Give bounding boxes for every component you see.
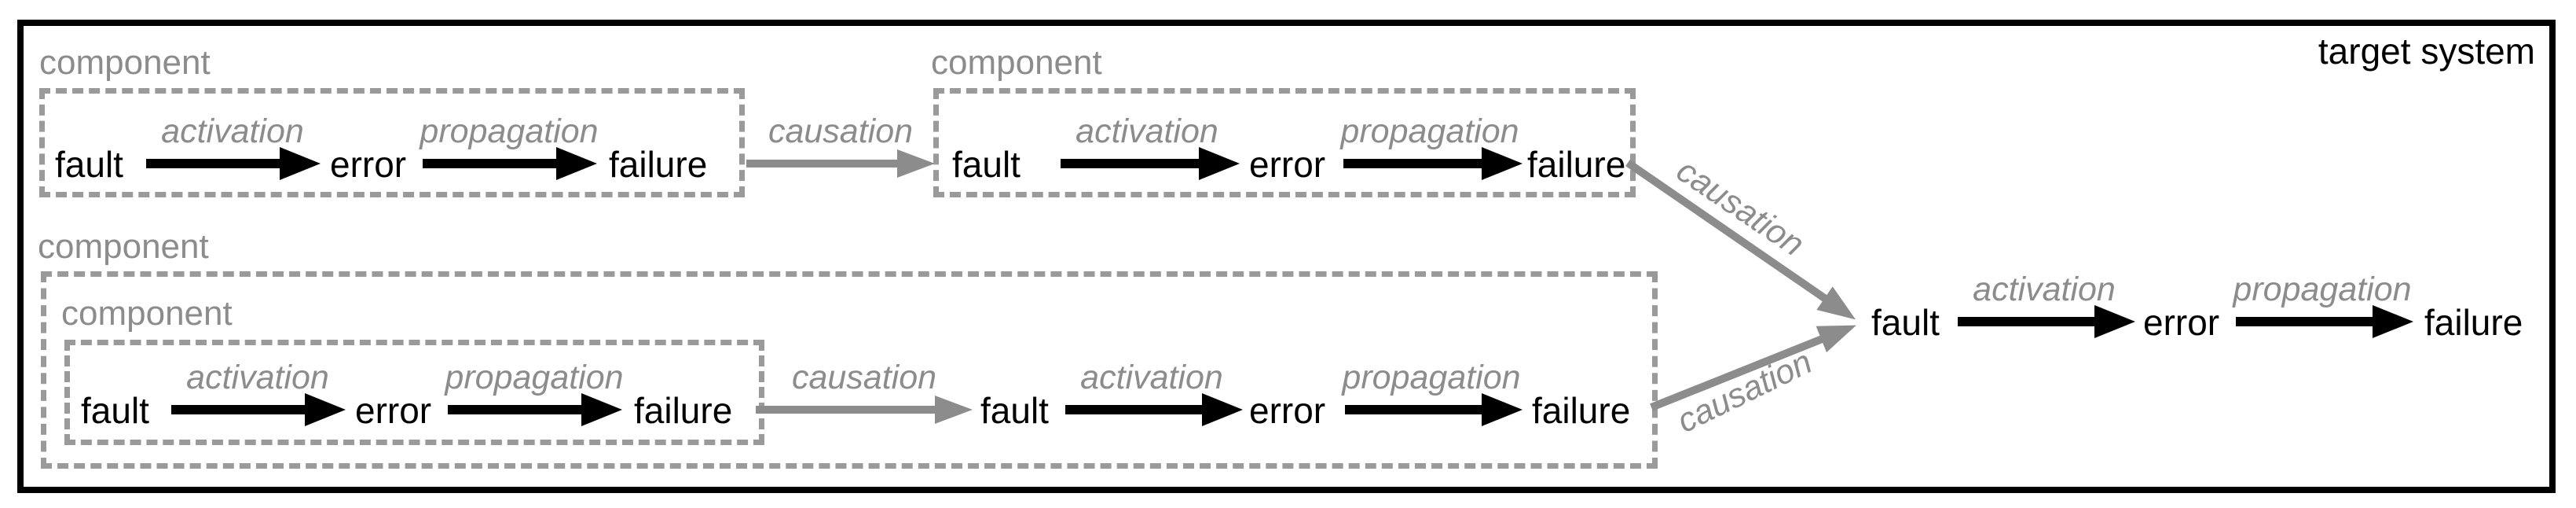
component-box-bottom-outer [41, 271, 1658, 469]
error-node: error [355, 390, 432, 431]
propagation-label: propagation [2233, 271, 2412, 308]
failure-node: failure [2424, 302, 2523, 343]
fault-node: fault [55, 144, 123, 185]
component-box-bottom-inner [64, 340, 764, 445]
component-box-top-left [39, 88, 745, 197]
fault-node: fault [1871, 302, 1940, 343]
arrow-shaft [1345, 405, 1488, 414]
error-node: error [2143, 302, 2220, 343]
arrow-shaft [423, 159, 562, 168]
activation-label: activation [161, 112, 304, 150]
arrow-shaft [171, 405, 311, 414]
failure-node: failure [634, 390, 733, 431]
fault-node: fault [81, 390, 149, 431]
arrow-shaft [2236, 317, 2379, 326]
failure-node: failure [1532, 390, 1631, 431]
arrow-shaft [448, 405, 588, 414]
arrow-head [2373, 305, 2413, 338]
arrow-head [556, 147, 597, 180]
propagation-label: propagation [1342, 359, 1521, 396]
propagation-label: propagation [420, 112, 599, 150]
component-label-bottom-inner: component [61, 294, 233, 333]
target-system-label: target system [2318, 31, 2535, 72]
arrow-head [897, 149, 935, 178]
activation-label: activation [1075, 112, 1218, 150]
activation-label: activation [1080, 359, 1223, 396]
arrow-head [2094, 305, 2135, 338]
fault-node: fault [952, 144, 1021, 185]
fault-node: fault [980, 390, 1049, 431]
arrow-head [305, 393, 346, 426]
activation-label: activation [186, 359, 329, 396]
arrow-head [1482, 147, 1523, 180]
arrow-shaft [1065, 405, 1208, 414]
arrow-head [280, 147, 321, 180]
arrow-shaft [746, 160, 903, 167]
arrow-shaft [1061, 159, 1205, 168]
propagation-label: propagation [1340, 112, 1519, 150]
target-system-box [17, 20, 2556, 493]
failure-node: failure [1527, 144, 1626, 185]
causation-label-top: causation [768, 112, 914, 150]
error-node: error [330, 144, 407, 185]
error-node: error [1249, 144, 1326, 185]
arrow-shaft [756, 406, 941, 414]
arrow-shaft [1958, 317, 2101, 326]
activation-label: activation [1973, 271, 2116, 308]
arrow-head [1202, 393, 1243, 426]
arrow-head [581, 393, 622, 426]
propagation-label: propagation [445, 359, 624, 396]
component-label-top-left: component [39, 43, 211, 82]
arrow-head [1482, 393, 1523, 426]
component-box-top-right [933, 88, 1636, 197]
arrow-shaft [146, 159, 286, 168]
failure-node: failure [609, 144, 708, 185]
arrow-head [935, 396, 973, 424]
causation-label-bottom: causation [791, 359, 937, 396]
arrow-shaft [1343, 159, 1488, 168]
component-label-top-right: component [931, 43, 1102, 82]
error-node: error [1249, 390, 1326, 431]
component-label-bottom-outer: component [38, 227, 209, 266]
arrow-head [1199, 147, 1240, 180]
